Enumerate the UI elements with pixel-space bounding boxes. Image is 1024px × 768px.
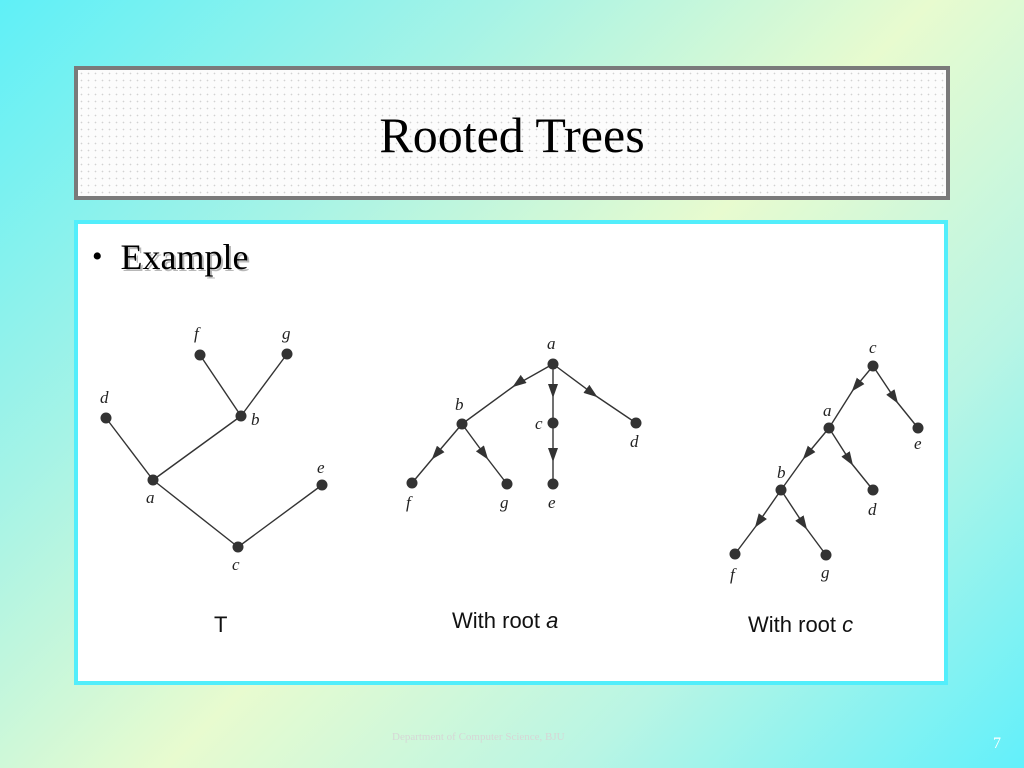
caption-root-a: With root a — [452, 608, 558, 633]
node-b — [456, 418, 468, 430]
edge-a-d-1 — [828, 427, 854, 466]
slide-title: Rooted Trees — [379, 107, 645, 163]
bullet-icon: • — [92, 240, 103, 273]
edge-a-c — [152, 479, 239, 548]
label-e: e — [548, 493, 556, 512]
label-c: c — [869, 338, 877, 357]
caption-t: T — [214, 612, 227, 637]
node-f — [729, 548, 741, 560]
node-g — [501, 478, 513, 490]
node-e — [316, 479, 328, 491]
node-a — [823, 422, 835, 434]
edge-c-a-2 — [828, 389, 854, 429]
label-b: b — [777, 463, 786, 482]
edge-c-e-2 — [896, 401, 919, 429]
tree-root-a: a b c d f g e With root a — [406, 334, 642, 633]
edge-b-g-2 — [805, 527, 827, 556]
node-a — [547, 358, 559, 370]
edge-a-d-2 — [851, 463, 874, 491]
label-c: c — [535, 414, 543, 433]
label-c: c — [232, 555, 240, 574]
edge-a-b-1 — [802, 427, 830, 460]
edge-d-a — [105, 417, 154, 481]
edge-e-c — [237, 484, 323, 548]
label-d: d — [630, 432, 639, 451]
node-b — [775, 484, 787, 496]
node-f — [194, 349, 206, 361]
content-box: • Example — [74, 220, 948, 685]
edge-b-g-1 — [461, 423, 489, 460]
edge-g-b — [240, 353, 288, 417]
edge-b-f-1 — [431, 423, 463, 460]
node-e — [912, 422, 924, 434]
node-b — [235, 410, 247, 422]
label-b: b — [455, 395, 464, 414]
label-g: g — [282, 324, 291, 343]
label-f: f — [406, 493, 413, 512]
edge-a-b-2 — [461, 374, 527, 425]
node-c — [547, 417, 559, 429]
label-a: a — [823, 401, 832, 420]
edge-c-e-1 — [872, 365, 899, 404]
edge-f-b — [199, 354, 242, 417]
label-e: e — [914, 434, 922, 453]
tree-t: f g d b a e c T — [100, 324, 328, 637]
tree-root-c: c a e b d f g With root c — [729, 338, 924, 637]
edge-a-b-1 — [513, 363, 554, 387]
node-d — [630, 417, 642, 429]
title-box: Rooted Trees — [74, 66, 950, 200]
caption-root-c: With root c — [748, 612, 853, 637]
label-g: g — [821, 563, 830, 582]
node-c — [867, 360, 879, 372]
bullet-item: • Example — [92, 236, 248, 278]
edge-a-d-1 — [552, 363, 598, 398]
bullet-text: Example — [120, 237, 249, 277]
label-b: b — [251, 410, 260, 429]
label-d: d — [868, 500, 877, 519]
node-c — [232, 541, 244, 553]
label-d: d — [100, 388, 109, 407]
label-g: g — [500, 493, 509, 512]
edge-a-d-2 — [595, 395, 637, 424]
edge-b-f-1 — [754, 489, 782, 528]
label-f: f — [730, 565, 737, 584]
footer-text: Department of Computer Science, BJU — [392, 731, 565, 743]
label-a: a — [146, 488, 155, 507]
node-d — [867, 484, 879, 496]
edge-b-a — [152, 415, 242, 481]
label-e: e — [317, 458, 325, 477]
page-number: 7 — [993, 735, 1001, 752]
edge-b-g-1 — [780, 489, 808, 530]
label-f: f — [194, 324, 201, 343]
node-d — [100, 412, 112, 424]
edge-a-b-2 — [780, 457, 805, 491]
node-g — [281, 348, 293, 360]
node-e — [547, 478, 559, 490]
node-g — [820, 549, 832, 561]
node-a — [147, 474, 159, 486]
node-f — [406, 477, 418, 489]
label-a: a — [547, 334, 556, 353]
edge-b-f-2 — [734, 525, 757, 555]
